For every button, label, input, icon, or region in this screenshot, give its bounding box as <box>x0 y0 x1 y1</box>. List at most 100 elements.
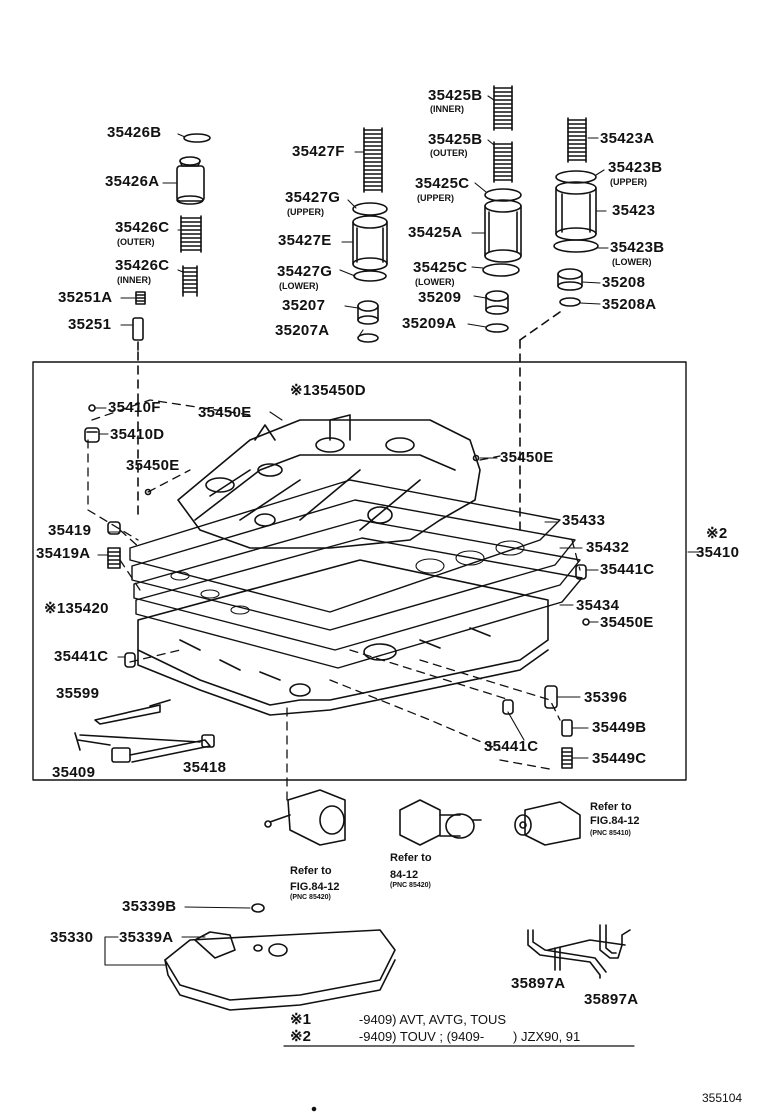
sublabel-lower-3: (LOWER) <box>415 277 455 287</box>
label-35251A: 35251A <box>58 289 113 306</box>
part-35425B-outer-spring <box>493 141 513 183</box>
part-35427G-upper <box>352 202 388 216</box>
sublabel-inner: (INNER) <box>430 104 464 114</box>
part-35208 <box>557 268 583 291</box>
sublabel-upper-3: (UPPER) <box>287 207 325 217</box>
label-35409: 35409 <box>52 764 96 781</box>
part-35251 <box>132 317 144 351</box>
part-35410D <box>84 427 100 443</box>
label-35410D: 35410D <box>110 426 165 443</box>
part-35449B <box>561 719 573 737</box>
label-35420: ※135420 <box>44 600 109 617</box>
part-35410F <box>88 404 96 412</box>
ref1-line2: FIG.84-12 <box>290 881 340 893</box>
label-35396: 35396 <box>584 689 628 706</box>
label-35418: 35418 <box>183 759 227 776</box>
part-35425B-inner-spring <box>493 85 513 131</box>
part-35419A-spring <box>107 547 121 569</box>
label-35427G-lower: 35427G <box>277 263 333 280</box>
label-35208: 35208 <box>602 274 646 291</box>
label-35423: 35423 <box>612 202 656 219</box>
label-35433: 35433 <box>562 512 606 529</box>
label-35441C-left: 35441C <box>54 648 109 665</box>
label-35441C-bottom: 35441C <box>484 738 539 755</box>
label-35410F: 35410F <box>108 399 161 416</box>
label-35419: 35419 <box>48 522 92 539</box>
label-35427E: 35427E <box>278 232 332 249</box>
footnote-1: ※1-9409) AVT, AVTG, TOUS <box>290 1012 506 1028</box>
label-35450E-left: 35450E <box>126 457 180 474</box>
footnote-2: ※2-9409) TOUV ; (9409- ) JZX90, 91 <box>290 1029 580 1045</box>
label-35339A: 35339A <box>119 929 174 946</box>
guide-line-35423 <box>519 311 561 341</box>
ref2-pnc: (PNC 85420) <box>390 882 431 889</box>
part-35425C-lower <box>482 263 520 277</box>
solenoid-middle <box>399 799 482 846</box>
part-35426C-inner-spring <box>182 265 198 297</box>
part-35426C-outer-spring <box>180 215 202 253</box>
part-35425C-upper <box>484 188 522 202</box>
label-35450E-top: 35450E <box>198 404 252 421</box>
ref1-pnc: (PNC 85420) <box>290 894 331 901</box>
oil-strainer-35330 <box>164 929 396 1011</box>
lower-valve-body <box>137 559 549 716</box>
label-35423B-upper: 35423B <box>608 159 663 176</box>
part-35450E-right <box>472 454 480 462</box>
part-35599 <box>94 699 171 725</box>
ref3-line2: FIG.84-12 <box>590 815 640 827</box>
label-35330: 35330 <box>50 929 94 946</box>
sublabel-inner-2: (INNER) <box>117 275 151 285</box>
part-35427G-lower <box>353 270 387 282</box>
label-35425A: 35425A <box>408 224 463 241</box>
gasket-35420 <box>135 537 583 669</box>
pipe-35897A-right <box>547 924 631 959</box>
label-35426C-inner: 35426C <box>115 257 170 274</box>
part-35423B-upper <box>555 170 597 184</box>
label-35209: 35209 <box>418 289 462 306</box>
label-35449C: 35449C <box>592 750 647 767</box>
footnote-2-text: -9409) TOUV ; (9409- ) JZX90, 91 <box>358 1029 581 1044</box>
label-35208A: 35208A <box>602 296 657 313</box>
leader-35339B <box>184 906 251 909</box>
part-35449C <box>561 747 573 769</box>
part-35450E-lower <box>582 618 590 626</box>
part-35427E <box>352 215 388 271</box>
part-35409 <box>74 732 201 751</box>
label-35450E-lower: 35450E <box>600 614 654 631</box>
label-35425B-inner: 35425B <box>428 87 483 104</box>
ref2-line2: 84-12 <box>390 869 419 881</box>
label-35410: 35410 <box>696 544 740 561</box>
label-35425B-outer: 35425B <box>428 131 483 148</box>
bottom-dot <box>311 1106 317 1112</box>
part-35427F-spring <box>363 127 383 193</box>
solenoid-right <box>514 801 581 846</box>
note1-mark: ※1 <box>290 382 312 399</box>
assembly-guide-lines <box>87 399 581 801</box>
label-35426C-outer: 35426C <box>115 219 170 236</box>
label-35426B: 35426B <box>107 124 162 141</box>
ref1-line1: Refer to <box>290 865 332 877</box>
part-35423B-lower <box>553 239 599 253</box>
part-35396 <box>544 685 558 709</box>
label-35419A: 35419A <box>36 545 91 562</box>
label-35450E-right: 35450E <box>500 449 554 466</box>
leader-lines <box>94 95 704 759</box>
label-35423B-lower: 35423B <box>610 239 665 256</box>
part-35441C-left <box>124 652 136 668</box>
part-35426B <box>183 133 211 143</box>
part-35423A-spring <box>567 117 587 163</box>
ref3-line1: Refer to <box>590 801 632 813</box>
part-35425A <box>484 199 522 263</box>
part-35209 <box>485 290 509 315</box>
label-35423A: 35423A <box>600 130 655 147</box>
part-35418 <box>111 734 215 763</box>
footnote-1-mark: ※1 <box>290 1011 311 1028</box>
part-35207A <box>357 333 379 343</box>
part-35419 <box>107 521 121 535</box>
pipe-35897A-left <box>527 929 607 979</box>
label-35427G-upper: 35427G <box>285 189 341 206</box>
ref2-line1: Refer to <box>390 852 432 864</box>
label-35207A: 35207A <box>275 322 330 339</box>
label-35427F: 35427F <box>292 143 345 160</box>
